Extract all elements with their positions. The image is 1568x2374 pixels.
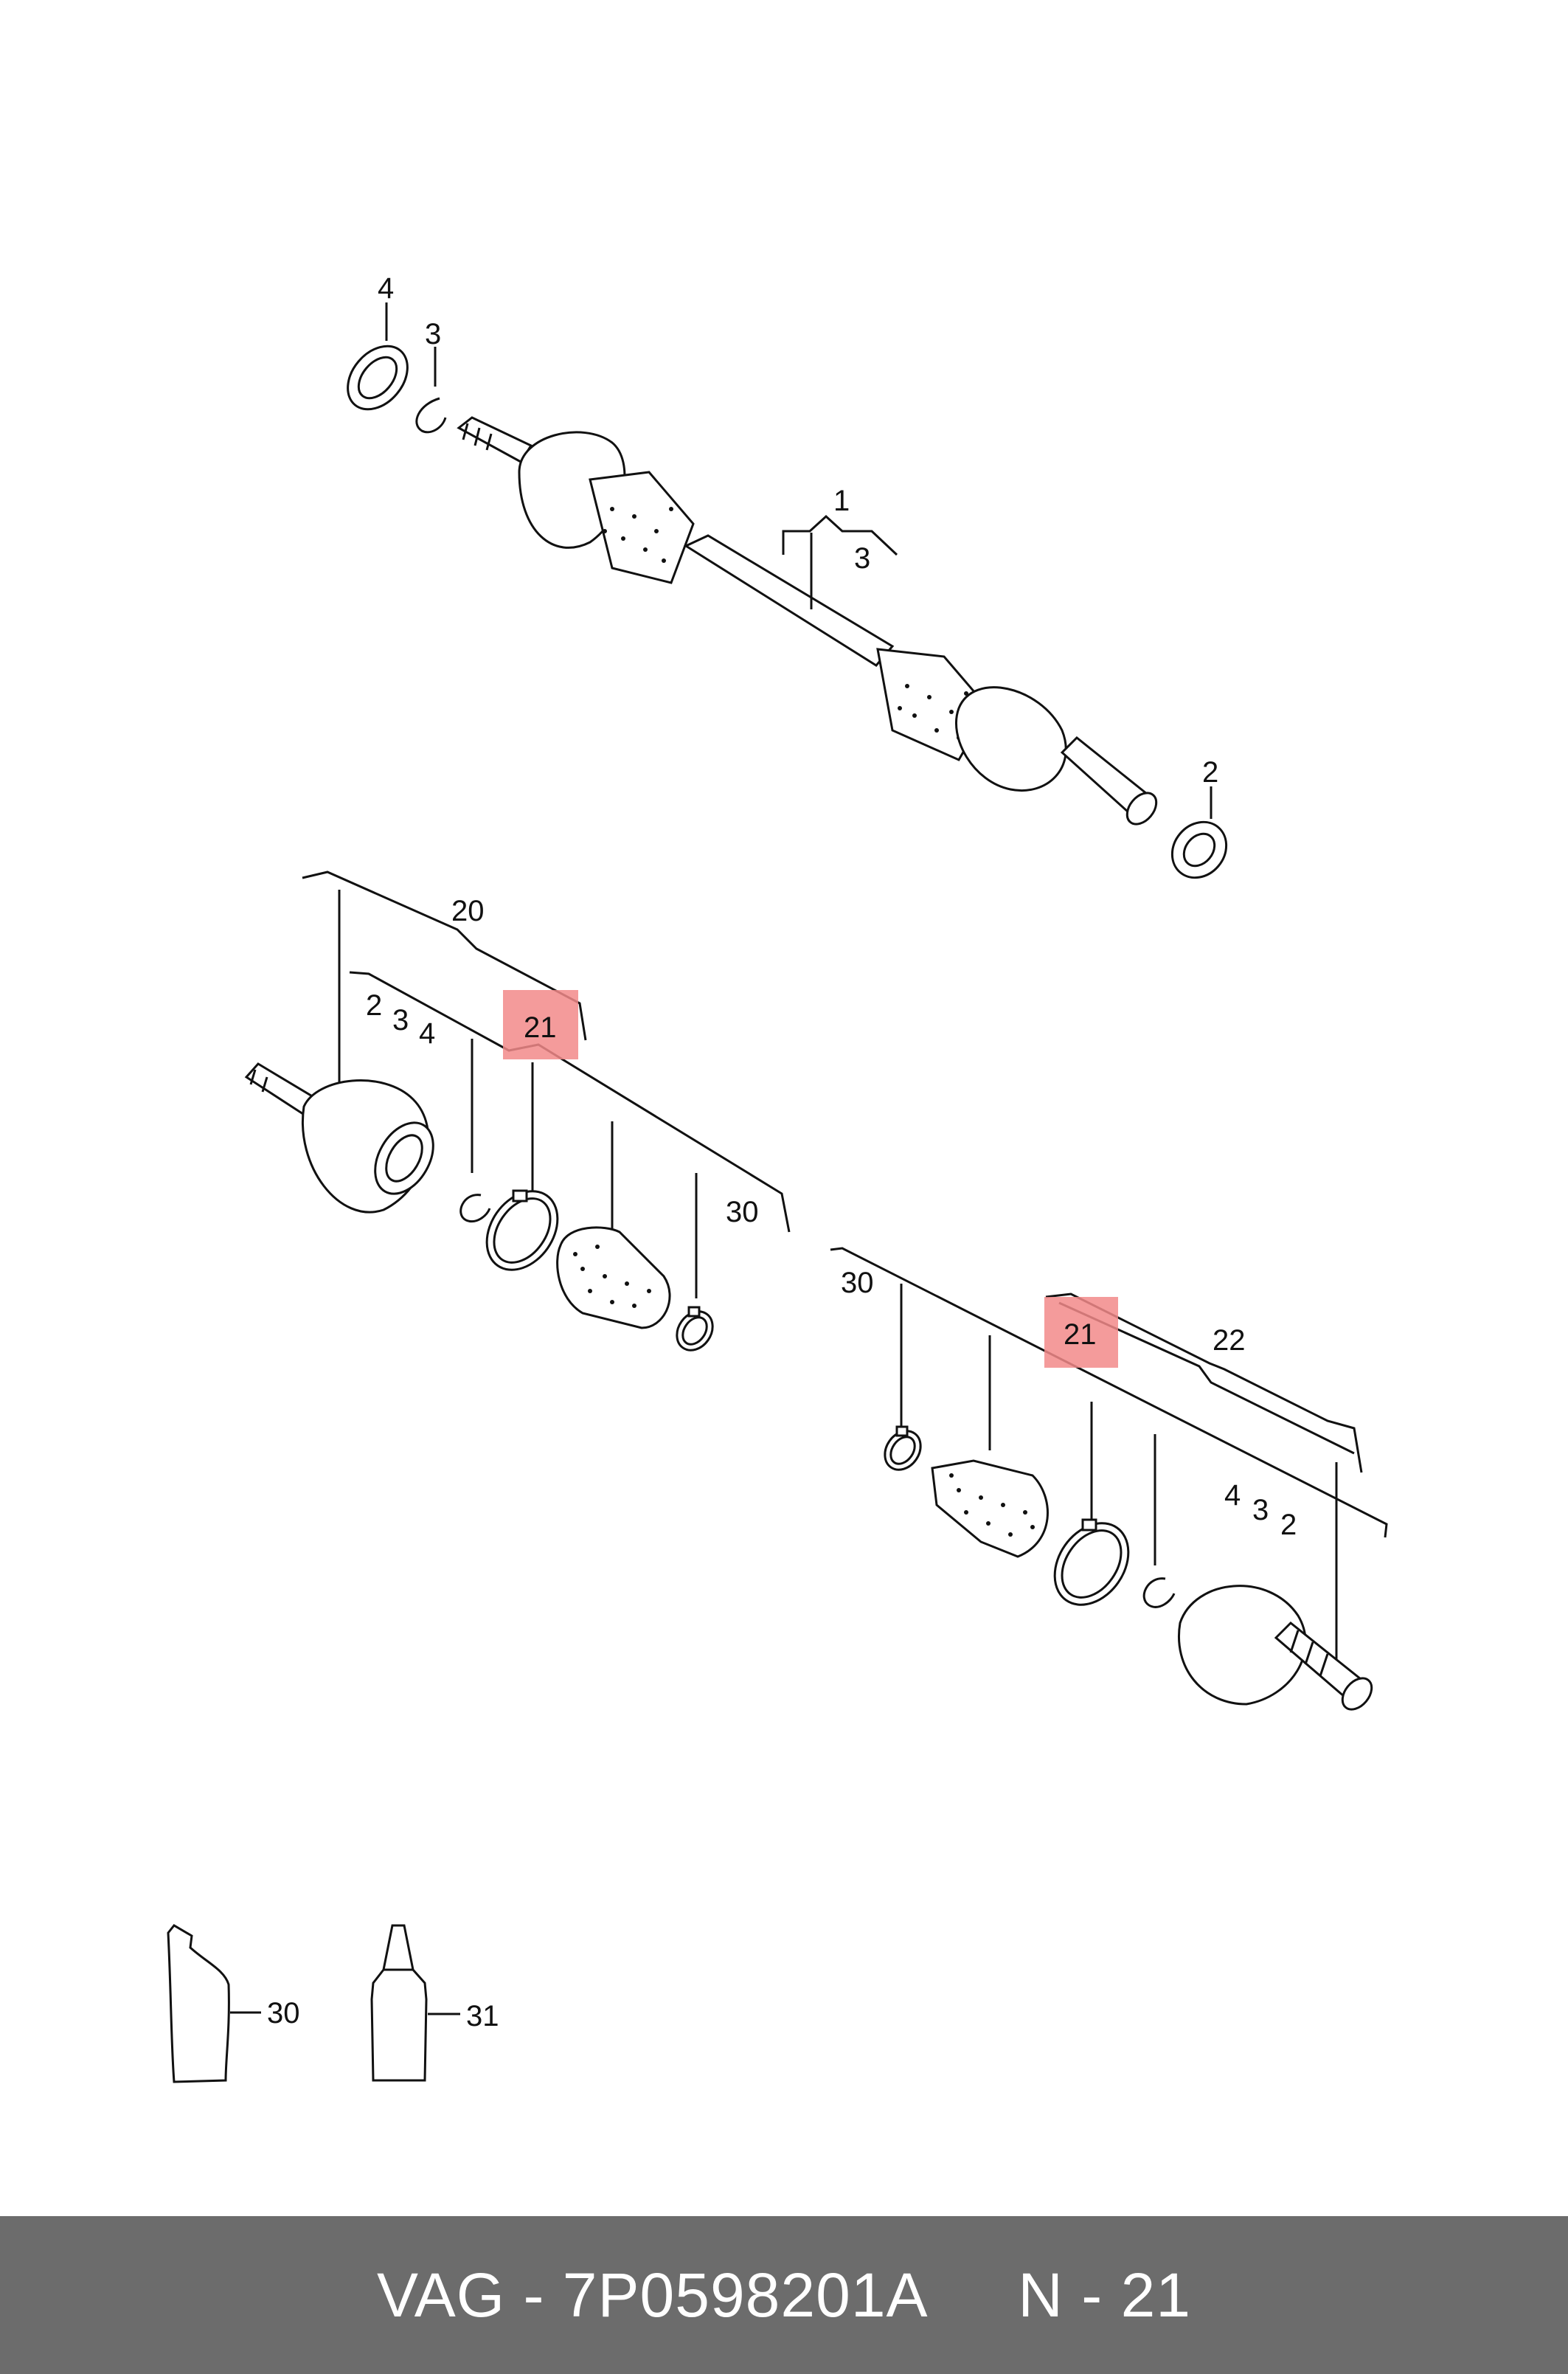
- footer-gap: [929, 2260, 1019, 2331]
- label-30-tube: 30: [267, 1997, 300, 2029]
- driveshaft-assembly: [347, 302, 1228, 879]
- inner-boot-clamp-large: [485, 1189, 559, 1271]
- label-2-right: 2: [1280, 1509, 1297, 1541]
- label-21-left: 21: [524, 1011, 557, 1044]
- inner-joint-kit: [244, 871, 791, 1352]
- inner-boot: [556, 1226, 671, 1329]
- label-2-left: 2: [366, 989, 382, 1022]
- label-20-left: 20: [451, 895, 485, 927]
- label-3-right: 3: [1252, 1494, 1269, 1526]
- label-4-top: 4: [378, 272, 394, 305]
- outer-boot-clamp-small: [884, 1425, 922, 1471]
- label-2-top: 2: [1202, 756, 1218, 789]
- label-22-right: 22: [1213, 1324, 1246, 1357]
- collar-nut-part: [1170, 820, 1228, 879]
- highlight-21-right: [1044, 1297, 1118, 1368]
- label-21-right: 21: [1064, 1318, 1097, 1351]
- circlip-part: [415, 397, 447, 434]
- label-4-right: 4: [1224, 1479, 1241, 1512]
- footer-separator: -: [505, 2260, 563, 2330]
- seal-ring-part: [347, 345, 409, 411]
- footer-reference: N - 21: [1018, 2260, 1192, 2330]
- label-3-left: 3: [392, 1004, 409, 1037]
- footer-bar: VAG - 7P0598201A N - 21: [0, 2216, 1568, 2374]
- outer-boot-clamp-large: [1053, 1518, 1130, 1606]
- label-31-bottle: 31: [466, 2000, 499, 2032]
- bracket-1: [782, 514, 898, 556]
- outer-circlip: [1142, 1577, 1176, 1608]
- parts-diagram: 4 3 1 3 2: [167, 272, 1388, 2083]
- outer-joint-kit: [830, 1247, 1388, 1711]
- highlight-21-left: [503, 990, 578, 1059]
- label-1-top: 1: [833, 485, 850, 517]
- grease-tube: [167, 1924, 261, 2083]
- inner-circlip: [459, 1194, 491, 1222]
- label-30-right: 30: [841, 1267, 874, 1299]
- footer-brand: VAG: [376, 2260, 506, 2330]
- label-4-left: 4: [419, 1017, 435, 1050]
- footer-part-number: 7P0598201A: [562, 2260, 929, 2330]
- sealant-bottle: [370, 1924, 460, 2082]
- inner-boot-clamp-small: [676, 1306, 714, 1352]
- outer-boot: [931, 1459, 1049, 1558]
- label-30-left: 30: [726, 1196, 759, 1228]
- label-3-sub-top: 3: [854, 542, 870, 575]
- shaft-body: [457, 416, 1158, 826]
- outer-cv-joint: [1178, 1585, 1373, 1711]
- label-3-top: 3: [425, 318, 441, 350]
- inner-cv-joint: [244, 1062, 434, 1214]
